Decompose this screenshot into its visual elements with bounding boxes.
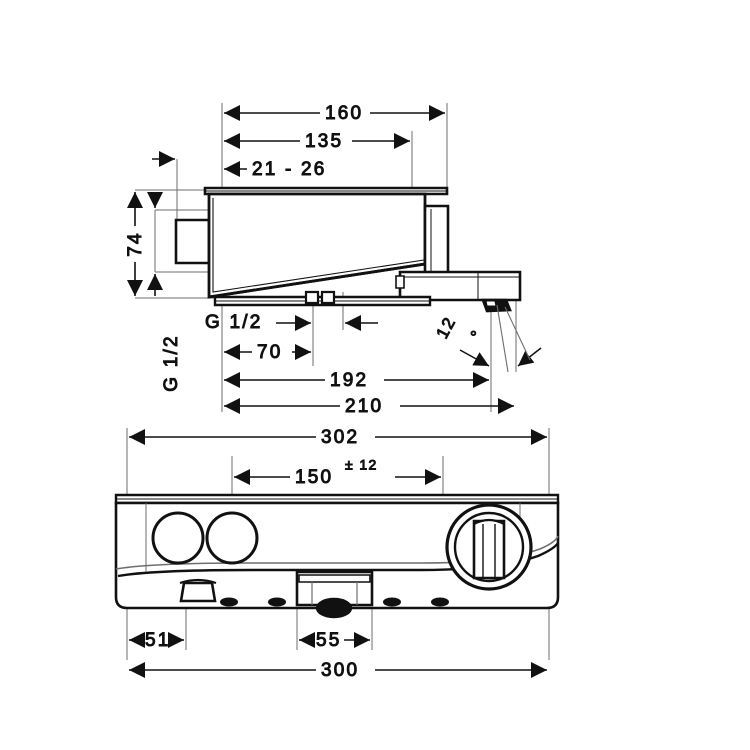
annotation-thread-center: G 1/2: [205, 312, 262, 333]
dimension-300-label: 300: [321, 660, 359, 681]
dimension-160: 160: [224, 103, 445, 125]
dimension-21-26-label: 21 - 26: [252, 159, 327, 180]
dimension-51: 51: [129, 630, 184, 652]
dimension-51-label: 51: [145, 630, 171, 651]
mount-dimple: [268, 597, 286, 607]
annotation-thread-left: G 1/2: [161, 334, 182, 391]
dimension-74: 74: [125, 192, 163, 296]
dimension-150: 150 ± 12: [234, 456, 441, 489]
dimension-70-label: 70: [257, 342, 283, 363]
thermostat-control-knob: [445, 503, 533, 591]
mount-dimple: [431, 597, 449, 607]
round-push-button-right: [205, 511, 259, 565]
dimension-21-26: 21 - 26: [152, 151, 327, 181]
mixer-body-side-outline: [174, 186, 522, 313]
dimension-160-label: 160: [325, 103, 363, 124]
spout-angle-value: 12: [433, 313, 460, 341]
diverter-lever: [179, 578, 217, 603]
round-push-button-left: [151, 511, 205, 565]
dimension-150-tolerance: ± 12: [345, 457, 378, 473]
dimension-135: 135: [224, 131, 410, 153]
hose-connection-outlet: [295, 570, 374, 619]
dimension-302: 302: [129, 427, 547, 449]
dimension-55: 55: [299, 630, 370, 652]
dimension-192-label: 192: [330, 370, 368, 391]
dimension-192: 192: [224, 370, 489, 392]
dimension-210-label: 210: [345, 396, 383, 417]
dimension-74-label: 74: [125, 231, 146, 257]
mount-dimple: [220, 597, 238, 607]
dimension-55-label: 55: [316, 630, 342, 651]
dimension-210: 210: [224, 396, 514, 418]
annotation-spout-angle: 12 °: [432, 304, 542, 373]
dimension-302-label: 302: [321, 427, 359, 448]
mixer-body-front-outline: [114, 493, 560, 619]
dimension-150-label: 150: [295, 467, 333, 488]
mount-dimple: [383, 597, 401, 607]
dimension-135-label: 135: [305, 131, 343, 152]
spout-angle-degree-symbol: °: [470, 327, 478, 346]
dimension-300: 300: [129, 660, 547, 682]
dimension-70: 70: [224, 342, 311, 364]
